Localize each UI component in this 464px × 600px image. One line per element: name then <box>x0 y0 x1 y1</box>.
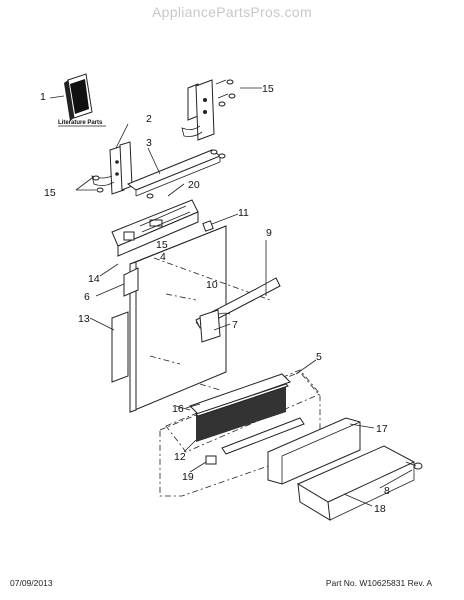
callout-16: 16 <box>172 403 184 415</box>
clip <box>202 220 214 232</box>
callout-2: 2 <box>146 113 152 125</box>
callout-5: 5 <box>316 351 322 363</box>
screws-left <box>92 175 104 193</box>
callout-10: 10 <box>206 279 218 291</box>
callout-8: 8 <box>384 485 390 497</box>
callout-19: 19 <box>182 471 194 483</box>
callout-15-top: 15 <box>262 83 274 95</box>
callout-4: 4 <box>160 251 166 263</box>
kick-plate <box>296 445 416 521</box>
right-hinge-bracket <box>181 79 215 141</box>
acoustic-panel <box>185 373 291 442</box>
screws-top-right <box>215 79 236 107</box>
literature-caption: Literature Parts <box>58 120 103 126</box>
toe-panel <box>267 417 361 485</box>
small-clip <box>205 455 217 465</box>
callout-13: 13 <box>78 313 90 325</box>
kick-plate-screw <box>405 461 423 470</box>
watermark: AppliancePartsPros.com <box>152 4 312 20</box>
footer-date: 07/09/2013 <box>10 578 53 588</box>
left-hinge-bracket <box>91 141 133 195</box>
callout-7: 7 <box>232 319 238 331</box>
callout-12: 12 <box>174 451 186 463</box>
callout-15-left: 15 <box>44 187 56 199</box>
callout-6: 6 <box>84 291 90 303</box>
callout-17: 17 <box>376 423 388 435</box>
footer-part-number: Part No. W10625831 Rev. A <box>325 578 432 588</box>
callout-11: 11 <box>238 207 249 219</box>
upper-rail <box>126 149 222 197</box>
callout-18: 18 <box>374 503 386 515</box>
handle-bracket <box>199 309 221 343</box>
screws-rail <box>146 149 226 199</box>
leader-lines <box>49 87 413 507</box>
control-panel <box>111 199 199 257</box>
callout-14: 14 <box>88 273 100 285</box>
inner-door-panel <box>123 225 227 413</box>
door-gasket <box>111 311 129 383</box>
callout-1: 1 <box>40 91 46 103</box>
callout-20: 20 <box>188 179 200 191</box>
callout-15-mid: 15 <box>156 239 168 251</box>
literature-booklet <box>64 73 93 121</box>
callout-3: 3 <box>146 137 152 149</box>
retainer-strip <box>221 417 305 455</box>
callout-9: 9 <box>266 227 272 239</box>
